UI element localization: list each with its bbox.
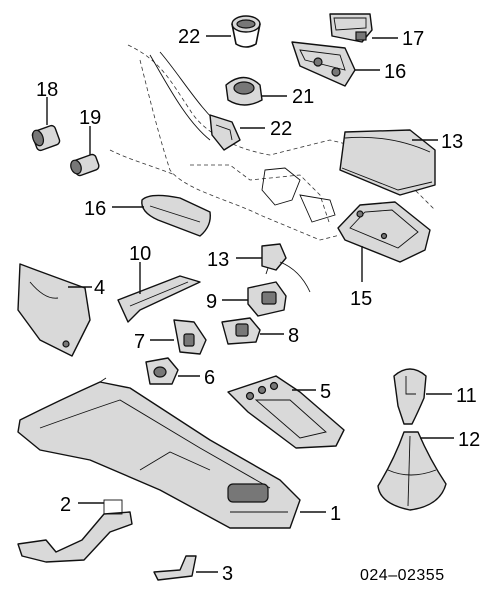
part-15-storage-tray xyxy=(337,201,431,263)
part-22-cup-holder-insert xyxy=(231,15,261,48)
callout-21: 21 xyxy=(292,86,314,108)
callout-22: 22 xyxy=(178,26,200,48)
callout-20: 22 xyxy=(270,118,292,140)
callout-3: 3 xyxy=(222,563,233,585)
part-9-switch xyxy=(247,281,287,317)
part-7-switch xyxy=(173,319,207,355)
part-11-shift-knob xyxy=(393,368,427,425)
part-18-lighter xyxy=(70,153,100,177)
part-17-switch-module xyxy=(329,13,373,43)
callout-12: 12 xyxy=(458,429,480,451)
part-5-trim-bezel xyxy=(227,375,345,449)
callout-4: 4 xyxy=(94,277,105,299)
floor-tunnel-outline xyxy=(109,44,436,241)
part-13-wiring-harness xyxy=(261,243,311,293)
part-20-bracket xyxy=(209,114,241,151)
part-10-shelf-panel xyxy=(117,275,201,323)
part-19-lighter-socket xyxy=(31,124,61,152)
part-4-side-panel xyxy=(17,263,91,357)
part-12-shift-boot xyxy=(377,431,447,511)
callout-14: 13 xyxy=(441,131,463,153)
part-14-armrest-lid xyxy=(339,129,436,196)
callout-16-lower: 16 xyxy=(84,198,106,220)
callout-2: 2 xyxy=(60,494,71,516)
callout-10: 10 xyxy=(129,243,151,265)
callout-17: 17 xyxy=(402,28,424,50)
part-21-cup-holder-ring xyxy=(225,76,263,106)
callout-8: 8 xyxy=(288,325,299,347)
callout-7: 7 xyxy=(134,331,145,353)
callout-6: 6 xyxy=(204,367,215,389)
callout-13: 13 xyxy=(207,249,229,271)
part-16-tray-upper xyxy=(291,41,356,87)
callout-18: 19 xyxy=(79,107,101,129)
figure-code: 024–02355 xyxy=(360,567,445,584)
callout-19: 18 xyxy=(36,79,58,101)
part-1-center-console xyxy=(17,377,301,529)
part-3-clip xyxy=(153,555,197,581)
part-8-switch xyxy=(221,317,261,345)
part-6-switch xyxy=(145,357,179,385)
callout-11: 11 xyxy=(456,385,477,407)
callout-16-upper: 16 xyxy=(384,61,406,83)
part-2-mounting-bracket xyxy=(17,499,133,563)
callout-5: 5 xyxy=(320,381,331,403)
callout-9: 9 xyxy=(206,291,217,313)
callout-15: 15 xyxy=(350,288,372,310)
part-16-trim-cover-lower xyxy=(141,194,211,237)
callout-1: 1 xyxy=(330,503,341,525)
